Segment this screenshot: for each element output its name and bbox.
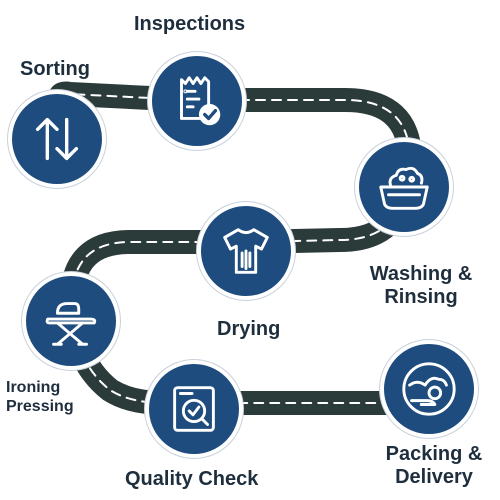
step-label-washing-line2: Rinsing (384, 286, 458, 308)
step-label-ironing-line1: Ironing (6, 379, 61, 396)
step-label-packing-line1: Packing & (385, 443, 483, 465)
step-washing-rinsing (355, 138, 453, 236)
clipboard-check-icon (180, 76, 221, 126)
step-ironing-pressing (22, 272, 120, 370)
magnifier-check-icon (173, 386, 215, 432)
step-label-washing-rinsing: Washing & Rinsing (358, 263, 484, 309)
step-label-sorting: Sorting (20, 58, 90, 80)
step-inspections (148, 52, 246, 150)
step-quality-check (145, 360, 243, 458)
step-label-drying: Drying (217, 318, 281, 340)
ironing-board-icon (45, 302, 97, 346)
step-label-quality-check: Quality Check (125, 468, 259, 490)
t-shirt-icon (223, 228, 269, 274)
step-sorting (8, 90, 106, 188)
step-label-ironing-line2: Pressing (6, 398, 74, 415)
step-label-inspections: Inspections (134, 13, 246, 35)
step-packing-delivery (380, 340, 478, 438)
step-label-packing-line2: Delivery (395, 466, 473, 488)
step-drying (197, 202, 295, 300)
package-delivery-icon (402, 362, 456, 416)
step-label-packing-delivery: Packing & Delivery (372, 443, 496, 489)
step-label-washing-line1: Washing & (369, 263, 473, 285)
step-label-ironing-pressing: Ironing Pressing (6, 378, 74, 416)
up-down-arrows-icon (35, 117, 79, 161)
wash-basin-icon (379, 166, 429, 210)
